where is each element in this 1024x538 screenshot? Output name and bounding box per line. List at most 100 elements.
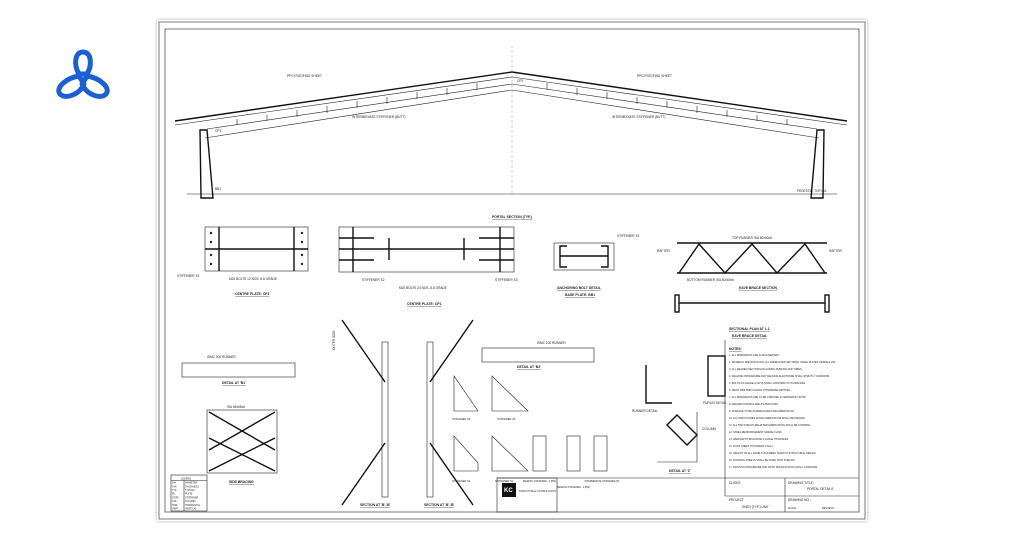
note-item: 10. ALL STRUCTURES AFTER FABRICATION SHA… — [729, 417, 806, 420]
consultant-name: STRUCTURAL CONSULTANTS — [519, 489, 556, 493]
structural-drawing: PPGI ROOFING SHEET PPGI ROOFING SHEET IN… — [158, 21, 866, 520]
consultant-logo: KC — [504, 488, 513, 494]
note-item: 3. ALL WELDED SECTIONS INCLUDING PURLINS… — [729, 368, 803, 371]
drawing-title-label: DRAWING TITLE: — [788, 481, 814, 485]
label-roof-left: PPGI ROOFING SHEET — [287, 74, 322, 78]
base-plate-bb1: STIFFENER S1 ANCHORING BOLT DETAIL BASE … — [553, 234, 640, 297]
portal-section: PPGI ROOFING SHEET PPGI ROOFING SHEET IN… — [174, 45, 848, 219]
side-bracing: ISA 65x65x6 SIDE BRACING — [206, 405, 278, 484]
drawing-title: PORTAL DETAILS — [807, 487, 833, 491]
notes-title: NOTES: — [729, 347, 742, 351]
note-item: 4. WELDING PROCEDURE AND WELDING ELECTRO… — [729, 375, 830, 378]
note-item: 5. BOLTS 8.8 GRADE & NUTS SHALL CONFORM … — [729, 382, 806, 385]
legend-abbr: STIFF. — [172, 496, 179, 499]
note-item: 8. WELDED STRINGS ARE AS PER IS:800. — [729, 403, 779, 406]
eave-bottom-runner: BOTTOM RUNNER ISA 60x60x6 — [687, 278, 734, 282]
cp2-note: M20 BOLTS 12 NOS. 8.8 GRADE — [229, 277, 277, 281]
stiffener-title: STIFFENER S4 — [452, 479, 471, 483]
section-bb-1-title: SECTION AT 'B'-'B' — [360, 503, 391, 507]
eave-brace: TOP RUNNER ISA 60x60x6 BOTTOM RUNNER ISA… — [657, 236, 842, 338]
centre-plate-cp1: STIFFENER S2 STIFFENER S3 M20 BOLTS 24 N… — [338, 226, 518, 306]
legend-abbr: DIA. — [172, 482, 177, 485]
note-item: 7. ALL DIMENSIONS ARE TO BE CHECKED & VE… — [729, 396, 806, 399]
cp1-note: M20 BOLTS 24 NOS. 8.8 GRADE — [399, 286, 447, 290]
label-bb1: BB1 — [215, 187, 221, 191]
stiffener-title: BEARING STIFFENER - 2 (B/S) — [523, 480, 556, 483]
legend-meaning: TYPICAL — [185, 489, 196, 492]
scale-label: SCALE: — [788, 507, 797, 510]
stiffener-title: STIFFENER S1 — [495, 479, 514, 483]
stiffener-title: STIFFENER S2 — [497, 417, 516, 421]
cp1-stiffener-b: STIFFENER S3 — [495, 278, 518, 282]
revision-label: REVISION: — [822, 507, 835, 510]
runner-detail-title: RUNNER DETAIL — [632, 409, 658, 413]
label-cp1: CP1 — [215, 129, 221, 133]
stiffener-title: BEARING STIFFENER - 1 (B/S) — [557, 486, 590, 489]
label-cp2: CP2 — [517, 79, 523, 83]
note-item: 13. WEB DEPTH INCLUDING FLANGE THICKNESS… — [729, 438, 789, 441]
legend-abbr: PL. — [172, 493, 176, 496]
legend-abbr: VERT. — [172, 508, 179, 511]
b2-title: DETAIL AT 'B2' — [517, 365, 541, 369]
legend-title: LEGEND — [181, 477, 191, 480]
note-item: 15. WEIGHT OF ALL PANELS HAS BEEN TAKEN … — [729, 452, 817, 455]
section-bb-2-title: SECTION AT 'B'-'B' — [424, 503, 455, 507]
notes-block: NOTES: 1. ALL DIMENSIONS ARE IN MILLIMET… — [724, 340, 836, 496]
legend-meaning: STIFFENER — [185, 496, 199, 499]
note-item: 6. WELD SIZE 6MM UNLESS OTHERWISE WRITTE… — [729, 389, 791, 392]
client-label: CLIENT: — [729, 481, 741, 485]
b1-title: DETAIL AT 'B1' — [222, 381, 246, 385]
project-label: PROJECT: — [729, 498, 745, 502]
legend-meaning: THICKNESS — [185, 485, 199, 488]
eave-plan-title: SECTIONAL PLAN AT 1-1 — [729, 327, 770, 331]
legend-table: LEGEND DIA. DIAMETER THK. THICKNESS TYP. TY… — [170, 474, 208, 512]
note-item: 17. PAINTING PROCEDURE AND PAINT SPECIFI… — [729, 466, 818, 469]
bb1-subtitle: BASE PLATE: BB1 — [565, 293, 595, 297]
eave-rafter-right: RAFTER — [829, 249, 842, 253]
eave-rafter-left: RAFTER — [657, 249, 670, 253]
cp2-title: CENTRE PLATE: CP2 — [235, 292, 270, 296]
label-pedestal: PEDESTAL TOP LVL — [797, 189, 827, 193]
legend-meaning: PLATE — [185, 493, 193, 496]
section-bb-1: OUTER SIDE SECTION AT 'B'-'B' — [332, 319, 391, 507]
stiffener-plates: STIFFENER S3 STIFFENER S2 STIFFENER S4 S… — [452, 375, 620, 489]
b1-label: ISMC 100 RUNNER — [207, 355, 236, 359]
legend-abbr: THK. — [172, 485, 178, 488]
drawing-no-label: DRAWING NO.: — [788, 498, 811, 502]
note-item: 1. ALL DIMENSIONS ARE IN MILLIMETERS. — [729, 354, 780, 357]
eave-section-title: EAVE BRACE SECTION — [739, 286, 778, 290]
legend-meaning: VERTICAL — [185, 508, 197, 511]
note-item: 16. ROOFING SHEETS SHALL BE FIXED WITH P… — [729, 459, 796, 462]
column-label: COLUMN — [702, 427, 717, 431]
cp1-title: CENTRE PLATE: CP1 — [407, 302, 442, 306]
detail-z-title: DETAIL AT 'Z' — [669, 469, 691, 473]
legend-abbr: TYP. — [172, 489, 177, 492]
centre-plate-cp2: STIFFENER S1 M20 BOLTS 12 NOS. 8.8 GRADE… — [177, 226, 309, 296]
eave-top-runner: TOP RUNNER ISA 60x60x6 — [732, 236, 772, 240]
label-roof-right: PPGI ROOFING SHEET — [637, 74, 672, 78]
legend-abbr: HOR. — [172, 504, 178, 507]
eave-detail-title: EAVE BRACE DETAIL — [732, 334, 767, 338]
cp2-stiffener-label: STIFFENER S1 — [177, 274, 200, 278]
legend-meaning: HORIZONTAL — [185, 504, 201, 507]
title-block: KC STRUCTURAL CONSULTANTS CLIENT: DRAWIN… — [496, 477, 859, 513]
side-bracing-label: ISA 65x65x6 — [227, 405, 245, 409]
project-name: SHED (TYP.) UNIT — [742, 505, 769, 509]
detail-b2: ISMC 100 RUNNER DETAIL AT 'B2' — [481, 341, 595, 369]
drawing-sheet: PPGI ROOFING SHEET PPGI ROOFING SHEET IN… — [157, 20, 867, 521]
side-bracing-title: SIDE BRACING — [229, 480, 254, 484]
bb1-title: ANCHORING BOLT DETAIL — [557, 286, 601, 290]
legend-meaning: DIAMETER — [185, 482, 198, 485]
section-bb-2: SECTION AT 'B'-'B' — [424, 319, 474, 507]
stiffener-title: STIFFENER S3 — [452, 417, 471, 421]
detail-b1: ISMC 100 RUNNER DETAIL AT 'B1' — [181, 355, 296, 385]
cp1-stiffener-a: STIFFENER S2 — [362, 278, 385, 282]
legend-meaning: COLUMN — [185, 500, 196, 503]
label-stiffener-right: INTERMEDIATE STIFFENER (BUTT) — [612, 115, 665, 119]
b2-label: ISMC 100 RUNNER — [537, 341, 566, 345]
note-item: 11. ALL THE STRUCTURE AFTER FABRICATION … — [729, 424, 811, 427]
note-item: 14. ROOF SHEET THICKNESS 0.5mm. — [729, 445, 774, 448]
label-stiffener-left: INTERMEDIATE STIFFENER (BUTT) — [352, 115, 405, 119]
note-item: 12. STEEL REINFORCEMENT GRADE: Fe500. — [729, 431, 783, 434]
bb1-stiffener: STIFFENER S1 — [617, 234, 640, 238]
